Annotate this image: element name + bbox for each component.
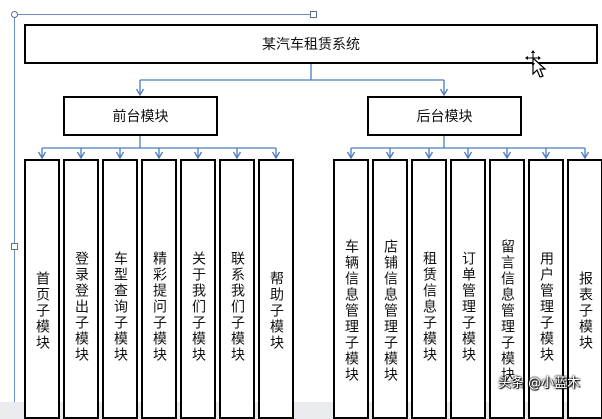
leaf-node[interactable]: 店铺信息管理子模块 — [372, 159, 408, 419]
leaf-node[interactable]: 帮助子模块 — [258, 159, 294, 419]
arrow-icon — [580, 151, 590, 160]
arrow-icon — [385, 151, 395, 160]
arrow-icon — [541, 151, 551, 160]
selection-handle-left[interactable] — [11, 243, 18, 250]
root-node-label: 某汽车租赁系统 — [262, 37, 360, 53]
arrow-icon — [424, 151, 434, 160]
move-cursor-icon — [525, 50, 546, 78]
leaf-node[interactable]: 车型查询子模块 — [102, 159, 138, 419]
leaf-node-label: 店铺信息管理子模块 — [382, 239, 399, 383]
arrow-icon — [135, 88, 145, 97]
arrow-icon — [193, 151, 203, 160]
connector-layer — [37, 64, 590, 160]
leaf-node[interactable]: 首页子模块 — [24, 159, 60, 419]
leaf-node-label: 报表子模块 — [577, 271, 594, 351]
leaf-node[interactable]: 订单管理子模块 — [450, 159, 486, 419]
selection-frame-top — [14, 14, 314, 15]
leaf-node[interactable]: 关于我们子模块 — [180, 159, 216, 419]
arrow-icon — [502, 151, 512, 160]
leaf-node[interactable]: 精彩提问子模块 — [141, 159, 177, 419]
leaf-node-label: 帮助子模块 — [268, 271, 285, 351]
leaf-node-label: 留言信息管理子模块 — [499, 239, 516, 383]
branch-node-label: 前台模块 — [112, 109, 169, 125]
arrow-icon — [463, 151, 473, 160]
leaf-node-label: 用户管理子模块 — [538, 251, 555, 363]
selection-handle-top[interactable] — [310, 11, 317, 18]
arrow-icon — [346, 151, 356, 160]
leaf-node[interactable]: 留言信息管理子模块 — [489, 159, 525, 419]
leaf-node-label: 租赁信息子模块 — [421, 251, 438, 363]
leaf-node-label: 订单管理子模块 — [460, 251, 477, 363]
leaf-node-label: 车型查询子模块 — [112, 251, 129, 363]
watermark-text: 头条 @小蓝木 — [498, 376, 581, 391]
branch-node-frontend[interactable]: 前台模块 — [63, 96, 218, 136]
leaf-node-label: 车辆信息管理子模块 — [343, 239, 360, 383]
arrow-icon — [439, 88, 449, 97]
leaf-node[interactable]: 车辆信息管理子模块 — [333, 159, 369, 419]
leaf-node-label: 联系我们子模块 — [229, 251, 246, 363]
arrow-icon — [37, 151, 47, 160]
leaf-node-label: 关于我们子模块 — [190, 251, 207, 363]
branch-node-backend[interactable]: 后台模块 — [367, 96, 522, 136]
leaf-node-label: 首页子模块 — [34, 271, 51, 351]
selection-handle-corner[interactable] — [11, 11, 18, 18]
arrow-icon — [232, 151, 242, 160]
arrow-icon — [154, 151, 164, 160]
arrow-icon — [115, 151, 125, 160]
selection-frame-left — [14, 14, 15, 402]
leaf-node[interactable]: 登录登出子模块 — [63, 159, 99, 419]
leaf-node-label: 登录登出子模块 — [73, 251, 90, 363]
leaf-node[interactable]: 用户管理子模块 — [528, 159, 564, 419]
leaf-node[interactable]: 租赁信息子模块 — [411, 159, 447, 419]
root-node[interactable]: 某汽车租赁系统 — [24, 24, 598, 64]
arrow-icon — [76, 151, 86, 160]
branch-node-label: 后台模块 — [416, 109, 473, 125]
leaf-node-label: 精彩提问子模块 — [151, 251, 168, 363]
arrow-icon — [271, 151, 281, 160]
leaf-node[interactable]: 联系我们子模块 — [219, 159, 255, 419]
